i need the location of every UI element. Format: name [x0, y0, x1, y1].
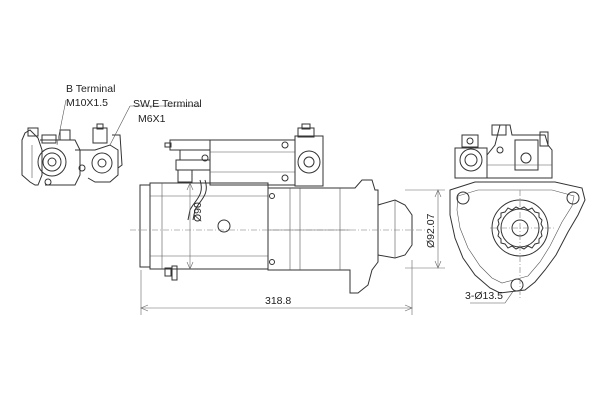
holes-label: 3-Ø13.5: [465, 290, 503, 302]
mount-hole-3: [510, 278, 524, 292]
b-terminal-leader: [56, 99, 67, 146]
end-view: [449, 124, 586, 304]
swe-terminal-label: SW,E Terminal: [133, 98, 202, 110]
mount-hole-1: [456, 191, 470, 205]
swe-terminal-thread-label: M6X1: [138, 113, 166, 125]
side-view: [130, 123, 425, 294]
diameter-90-label: Ø90: [192, 202, 204, 222]
length-label: 318.8: [265, 295, 292, 307]
dimension-lines: [140, 182, 445, 315]
body-bolt: [217, 219, 231, 233]
b-terminal-stud: [47, 157, 57, 167]
b-terminal-thread-label: M10X1.5: [66, 97, 109, 109]
mount-hole-2: [566, 191, 580, 205]
terminal-detail-view: [21, 99, 200, 186]
swe-terminal-stud: [97, 158, 107, 168]
b-terminal-label: B Terminal: [66, 83, 116, 95]
diameter-92-label: Ø92.07: [425, 213, 437, 248]
